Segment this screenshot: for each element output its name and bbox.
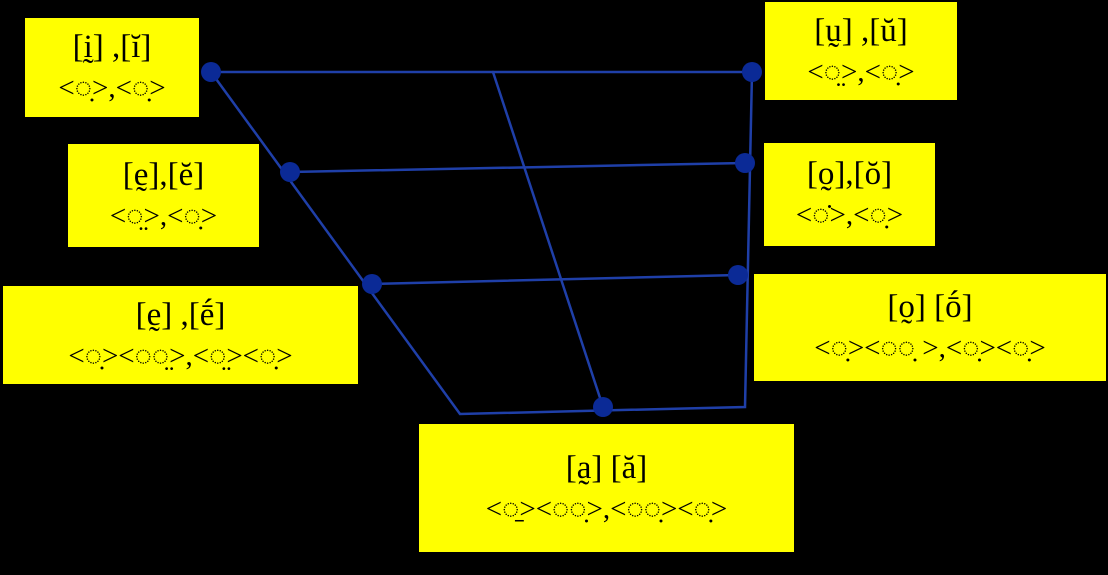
node-low <box>593 397 613 417</box>
label-back-high-sub: <◌̤>,<◌̣> <box>807 55 915 88</box>
label-low-head: [a̰] [ă] <box>565 449 648 486</box>
label-back-high: [ṵ] ,[ŭ] <◌̤>,<◌̣> <box>765 2 957 100</box>
label-front-lower-head: [ḛ] ,[ḗ] <box>135 296 226 333</box>
label-back-lower: [o̰] [ṓ] <◌̣><◌◌̣ >,<◌̣><◌̣> <box>754 274 1106 381</box>
label-front-mid-sub: <◌̤>,<◌̣> <box>109 200 218 233</box>
node-front-lower <box>362 274 382 294</box>
trapezoid-lines <box>209 70 754 416</box>
node-back-lower <box>728 265 748 285</box>
node-back-high <box>742 62 762 82</box>
label-front-mid: [ḛ],[ĕ] <◌̤>,<◌̣> <box>68 144 259 247</box>
label-low: [a̰] [ă] <◌̱><◌◌̣>,<◌◌̣><◌̣> <box>419 424 794 552</box>
label-front-high-head: [ḭ] ,[ĭ] <box>72 29 152 66</box>
label-back-mid-sub: <◌̇>,<◌̣> <box>795 199 904 232</box>
node-back-mid <box>735 153 755 173</box>
central-diagonal <box>491 70 605 409</box>
label-back-lower-head: [o̰] [ṓ] <box>887 289 973 326</box>
front-lower-line <box>370 273 740 286</box>
label-back-mid-head: [o̰],[ŏ] <box>806 156 893 193</box>
node-front-mid <box>280 162 300 182</box>
label-back-lower-sub: <◌̣><◌◌̣ >,<◌̣><◌̣> <box>814 332 1046 365</box>
node-front-high <box>201 62 221 82</box>
label-front-mid-head: [ḛ],[ĕ] <box>122 157 205 194</box>
label-back-high-head: [ṵ] ,[ŭ] <box>814 12 908 49</box>
label-low-sub: <◌̱><◌◌̣>,<◌◌̣><◌̣> <box>485 492 728 525</box>
trapezoid-outline <box>209 70 754 416</box>
label-back-mid: [o̰],[ŏ] <◌̇>,<◌̣> <box>764 143 935 246</box>
vowel-nodes <box>201 62 762 417</box>
label-front-high: [ḭ] ,[ĭ] <◌̣>,<◌̣> <box>25 18 199 117</box>
front-mid-line <box>288 161 747 174</box>
label-front-lower-sub: <◌̣><◌◌̤>,<◌̤><◌̣> <box>68 339 293 372</box>
label-front-lower: [ḛ] ,[ḗ] <◌̣><◌◌̤>,<◌̤><◌̣> <box>3 286 358 384</box>
label-front-high-sub: <◌̣>,<◌̣> <box>58 72 166 105</box>
